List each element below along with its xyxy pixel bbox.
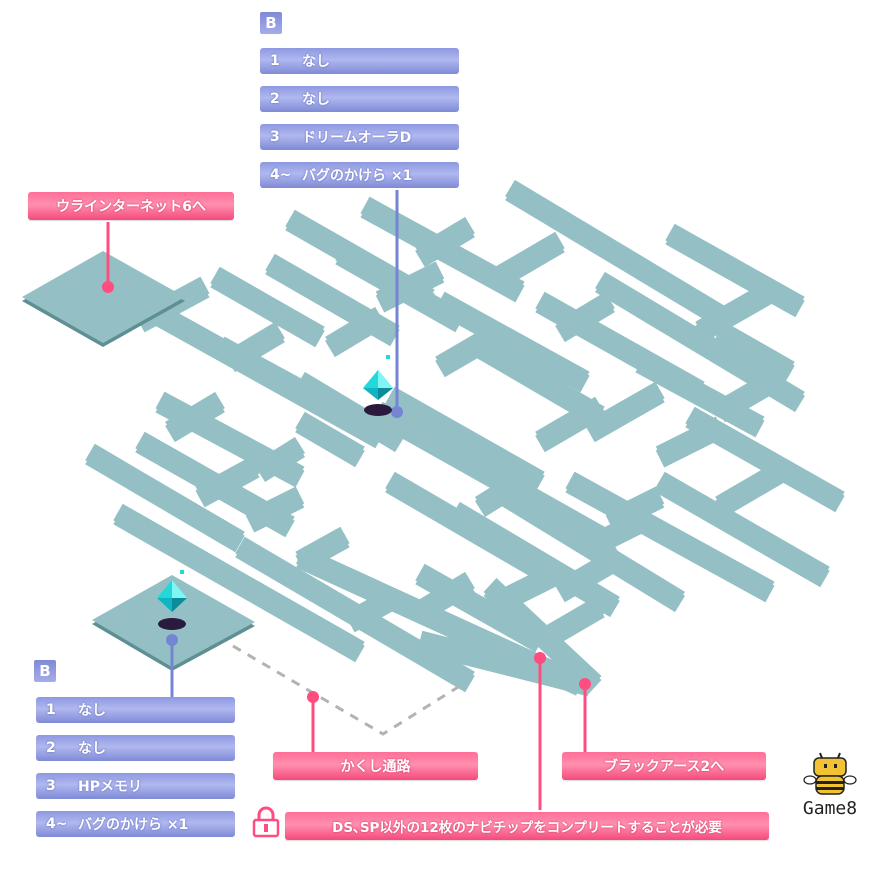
item-num: 3: [270, 129, 280, 145]
bmd-top-item-2: 2 なし: [260, 86, 459, 112]
entrance-platform: [22, 251, 185, 343]
item-num: 4~: [46, 816, 68, 832]
maze-floor: [85, 179, 845, 693]
bee-icon: [803, 752, 857, 795]
item-text: HPメモリ: [78, 779, 142, 795]
bmd-bottom-item-2: 2 なし: [36, 735, 235, 761]
hidden-passage-dashed-line: [232, 644, 464, 736]
bmd-top-item-4: 4~ バグのかけら ×1: [260, 162, 459, 188]
hidden-path-label: かくし通路: [273, 752, 478, 780]
black-earth2-pointer-dot: [579, 678, 591, 690]
bmd-top-pointer-dot: [391, 406, 403, 418]
bmd-top-item-3: 3 ドリームオーラD: [260, 124, 459, 150]
to-black-earth2-label[interactable]: ブラックアース2へ: [562, 752, 766, 780]
item-num: 3: [46, 778, 56, 794]
bmd-bottom-item-4: 4~ バグのかけら ×1: [36, 811, 235, 837]
logo-text: Game8: [802, 798, 858, 819]
lock-icon: [252, 806, 280, 838]
bmd-top-badge: B: [260, 12, 282, 34]
item-text: なし: [78, 703, 106, 719]
bmd-bottom-item-3: 3 HPメモリ: [36, 773, 235, 799]
item-text: バグのかけら ×1: [78, 817, 189, 833]
bmd-top-item-1: 1 なし: [260, 48, 459, 74]
hidden-path-pointer-dot: [307, 691, 319, 703]
mystery-data-crystal-icon[interactable]: [157, 570, 187, 630]
item-text: なし: [302, 92, 330, 108]
item-num: 2: [270, 91, 280, 107]
item-num: 1: [270, 53, 280, 69]
requirement-pointer-dot: [534, 652, 546, 664]
bmd-bottom-item-1: 1 なし: [36, 697, 235, 723]
bmd-bottom-badge: B: [34, 660, 56, 682]
internet6-pointer-dot: [102, 281, 114, 293]
requirement-label: DS､SP以外の12枚のナビチップをコンプリートすることが必要: [285, 812, 769, 840]
item-num: 4~: [270, 167, 292, 183]
to-internet6-label[interactable]: ウラインターネット6へ: [28, 192, 234, 220]
item-text: なし: [78, 741, 106, 757]
item-num: 1: [46, 702, 56, 718]
item-num: 2: [46, 740, 56, 756]
game8-logo: Game8: [782, 752, 878, 822]
item-text: バグのかけら ×1: [302, 168, 413, 184]
mystery-data-crystal-icon[interactable]: [363, 352, 393, 416]
item-text: なし: [302, 54, 330, 70]
item-text: ドリームオーラD: [302, 130, 412, 146]
bmd-bottom-pointer-dot: [166, 634, 178, 646]
